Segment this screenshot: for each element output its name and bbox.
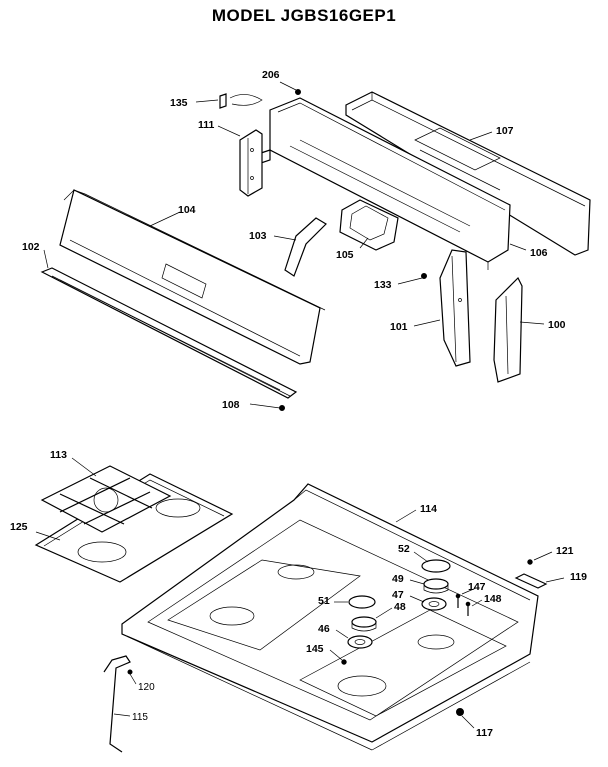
label-103: 103 bbox=[249, 230, 267, 242]
label-100: 100 bbox=[548, 319, 566, 331]
label-206: 206 bbox=[262, 69, 280, 81]
label-114: 114 bbox=[420, 503, 437, 515]
label-46: 46 bbox=[318, 623, 330, 635]
part-103-vent bbox=[284, 217, 327, 277]
part-119-bracket bbox=[514, 573, 548, 589]
part-113-grate bbox=[40, 465, 172, 533]
label-102: 102 bbox=[22, 241, 40, 253]
part-107-rear-trim bbox=[345, 91, 591, 256]
label-106: 106 bbox=[530, 247, 548, 259]
label-125: 125 bbox=[10, 521, 28, 533]
label-111: 111 bbox=[198, 119, 215, 131]
label-51: 51 bbox=[318, 595, 330, 607]
part-148-screw bbox=[465, 601, 471, 616]
part-135-clip bbox=[219, 93, 263, 109]
label-120: 120 bbox=[138, 682, 155, 693]
part-101-bracket bbox=[439, 249, 471, 367]
part-52-burner-cap bbox=[421, 559, 451, 573]
label-104: 104 bbox=[178, 204, 196, 216]
label-147: 147 bbox=[468, 581, 486, 593]
label-47: 47 bbox=[392, 589, 404, 601]
label-115: 115 bbox=[132, 712, 148, 723]
part-206-screw bbox=[295, 89, 301, 95]
part-51-burner-cap bbox=[348, 595, 376, 609]
part-114-cooktop bbox=[121, 483, 539, 751]
part-46-burner-base bbox=[347, 635, 373, 649]
label-107: 107 bbox=[496, 125, 514, 137]
label-105: 105 bbox=[336, 249, 354, 261]
part-47-burner-base bbox=[421, 597, 447, 611]
label-108: 108 bbox=[222, 399, 240, 411]
part-108-screw bbox=[279, 405, 285, 411]
part-48-burner-head bbox=[351, 616, 377, 632]
label-117: 117 bbox=[476, 727, 493, 739]
part-104-panel bbox=[59, 189, 326, 365]
part-100-endcap bbox=[493, 276, 523, 383]
part-117-foot bbox=[456, 708, 464, 716]
label-52: 52 bbox=[398, 543, 410, 555]
label-145: 145 bbox=[306, 643, 324, 655]
label-133: 133 bbox=[374, 279, 392, 291]
diagram-title: MODEL JGBS16GEP1 bbox=[211, 6, 397, 25]
label-121: 121 bbox=[556, 545, 574, 557]
part-102-trim bbox=[40, 267, 298, 399]
label-113: 113 bbox=[50, 449, 67, 461]
part-133-screw bbox=[421, 273, 427, 279]
part-145-screw bbox=[341, 659, 347, 665]
leader-lines bbox=[35, 81, 565, 729]
label-49: 49 bbox=[392, 573, 404, 585]
label-101: 101 bbox=[390, 321, 408, 333]
part-111-bracket bbox=[239, 129, 263, 197]
part-120-screw bbox=[127, 669, 133, 675]
part-121-screw bbox=[527, 559, 533, 565]
label-135: 135 bbox=[170, 97, 188, 109]
label-48: 48 bbox=[394, 601, 406, 613]
part-115-rod bbox=[103, 655, 131, 753]
label-119: 119 bbox=[570, 571, 587, 583]
part-labels: 206 135 111 107 104 103 102 105 106 133 … bbox=[10, 69, 587, 739]
part-105-control bbox=[339, 199, 399, 251]
label-148: 148 bbox=[484, 593, 502, 605]
part-147-screw bbox=[455, 593, 461, 608]
